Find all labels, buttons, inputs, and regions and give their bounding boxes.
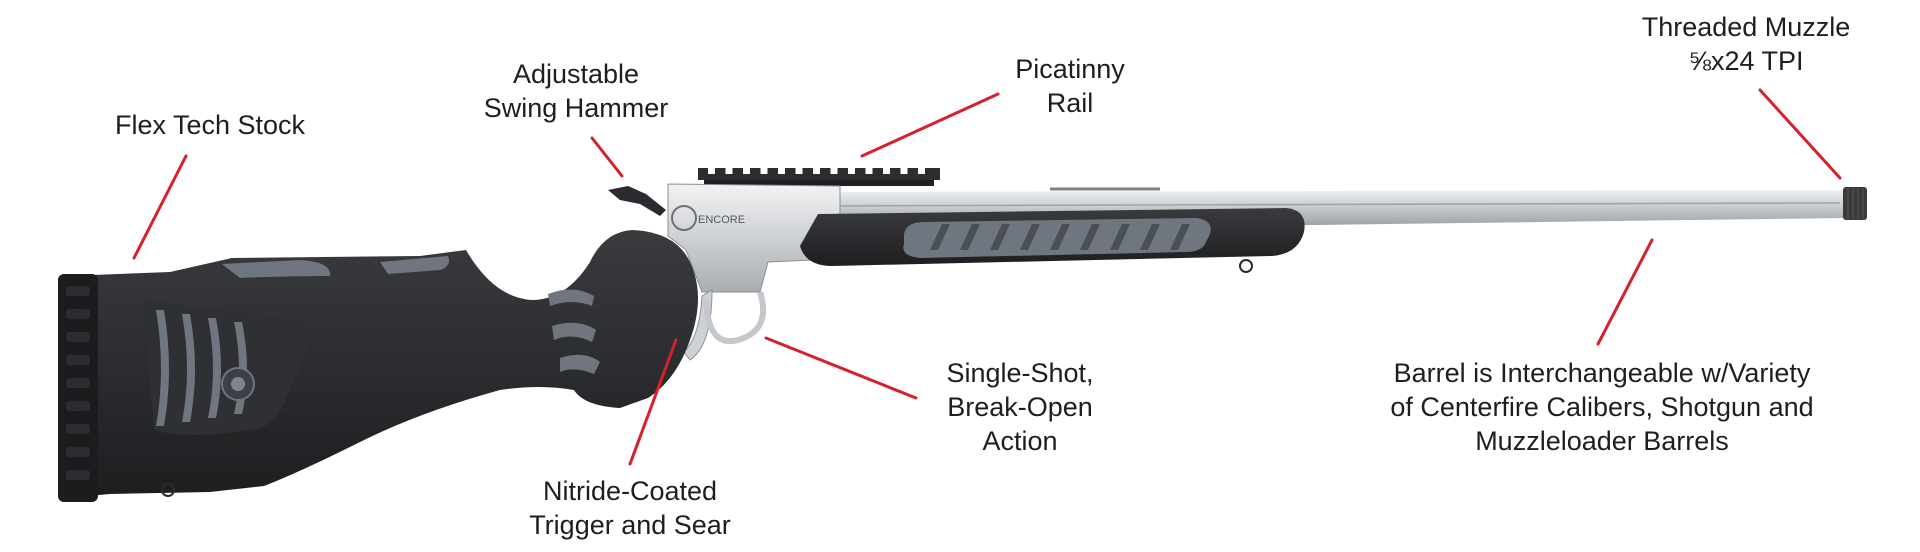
stock-rib (182, 314, 195, 422)
flex-tech-stock (58, 230, 698, 502)
recoil-pad-rib (66, 332, 90, 342)
rail-slot (883, 168, 890, 174)
callout-line: Flex Tech Stock (114, 110, 306, 140)
rail-slot (900, 168, 908, 174)
rail-slot (708, 168, 715, 174)
callout-line: Single-Shot, (946, 358, 1094, 388)
rail-slot (760, 168, 768, 174)
leader-barrel (1596, 238, 1654, 346)
leader-action (764, 336, 918, 400)
forend-groove (990, 224, 1010, 250)
recoil-pad-rib (66, 355, 90, 365)
rail-slot (830, 168, 838, 174)
forend-groove (1080, 224, 1100, 250)
rail-slot (865, 168, 873, 174)
leader-hammer (590, 136, 624, 178)
forend-groove (1140, 224, 1160, 250)
callout-line: Action (982, 426, 1058, 456)
receiver: ENCORE (667, 183, 841, 293)
callout-line: Adjustable (512, 59, 640, 89)
recoil-pad-rib (66, 424, 90, 434)
callout-line: Break-Open (947, 392, 1093, 422)
callout-line: Muzzleloader Barrels (1475, 426, 1729, 456)
rail-slot (813, 168, 820, 174)
callout-line: Trigger and Sear (529, 510, 731, 540)
callout-line: Threaded Muzzle (1641, 12, 1851, 42)
forend (800, 208, 1305, 273)
callout-line: Nitride-Coated (542, 476, 718, 506)
rail-slot (848, 168, 855, 174)
recoil-pad-rib (66, 378, 90, 388)
recoil-pad-rib (66, 286, 90, 296)
callout-leader-lines (132, 88, 1842, 466)
callout-threaded-muzzle: Threaded Muzzle ⅝x24 TPI (1642, 10, 1851, 78)
receiver-mark: ENCORE (698, 214, 745, 226)
rail-slot (725, 168, 733, 174)
callout-line: Rail (1046, 88, 1094, 118)
recoil-pad-rib (66, 309, 90, 319)
picatinny-rail (698, 168, 940, 186)
stock-rib (156, 310, 169, 426)
stock-rib (208, 318, 221, 418)
forend-groove (930, 224, 950, 250)
callout-line: Barrel is Interchangeable w/Variety (1393, 358, 1811, 388)
leader-muzzle (1758, 88, 1842, 180)
forend-groove (1170, 224, 1190, 250)
leader-rail (860, 92, 1000, 158)
recoil-pad-rib (66, 470, 90, 480)
callout-line: Picatinny (1015, 54, 1125, 84)
rail-slot (795, 168, 803, 174)
forend-groove (1050, 224, 1070, 250)
recoil-pad-rib (66, 401, 90, 411)
rail-slot (918, 168, 925, 174)
forend-groove (1110, 224, 1130, 250)
swing-hammer (608, 186, 666, 216)
callout-swing-hammer: Adjustable Swing Hammer (484, 57, 669, 125)
callout-interchangeable-barrel: Barrel is Interchangeable w/Variety of C… (1390, 356, 1813, 458)
threaded-muzzle (1843, 187, 1867, 220)
callout-picatinny-rail: Picatinny Rail (1015, 52, 1125, 120)
forend-groove (1020, 224, 1040, 250)
leader-stock (132, 154, 188, 260)
callout-line: Swing Hammer (483, 93, 669, 123)
rail-slot (778, 168, 785, 174)
grip-finger-grooves (548, 289, 600, 374)
rail-slot (743, 168, 750, 174)
callout-break-open-action: Single-Shot, Break-Open Action (946, 356, 1093, 458)
callout-trigger-and-sear: Nitride-Coated Trigger and Sear (529, 474, 731, 542)
callout-line: of Centerfire Calibers, Shotgun and (1390, 392, 1814, 422)
callout-flex-tech-stock: Flex Tech Stock (115, 108, 305, 142)
forend-groove (960, 224, 980, 250)
recoil-pad-rib (66, 447, 90, 457)
leader-trigger (628, 338, 678, 466)
callout-line: ⅝x24 TPI (1688, 46, 1804, 76)
